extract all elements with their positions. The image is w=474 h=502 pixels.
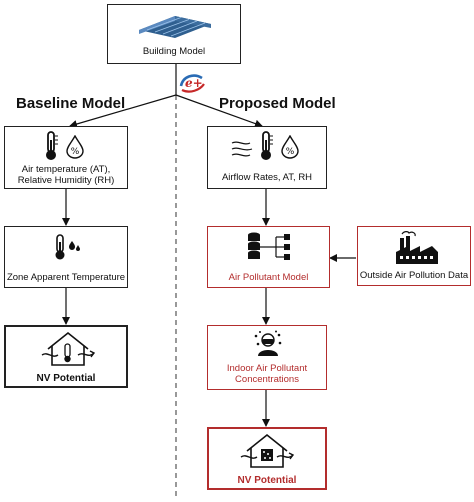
database-network-icon — [248, 232, 290, 260]
humidity-percent: % — [286, 147, 295, 157]
humidity-icon: % — [281, 135, 299, 159]
baseline-nv-potential-box: NV Potential — [4, 325, 128, 388]
humidity-percent: % — [71, 147, 80, 157]
energyplus-logo-text: e+ — [185, 76, 203, 90]
baseline-nv-potential-label: NV Potential — [36, 373, 96, 384]
indoor-pollutant-box: Indoor Air Pollutant Concentrations — [207, 325, 327, 390]
indoor-pollutant-line2: Concentrations — [235, 374, 299, 385]
house-ventilation-icon — [41, 331, 96, 366]
air-pollutant-model-label: Air Pollutant Model — [228, 272, 309, 283]
airflow-icon — [231, 141, 253, 157]
proposed-input-box: % Airflow Rates, AT, RH — [207, 126, 327, 189]
thermometer-icon — [261, 131, 273, 160]
factory-icon — [396, 231, 438, 264]
baseline-apparent-temp-label: Zone Apparent Temperature — [6, 272, 126, 283]
humidity-icon: % — [66, 135, 84, 159]
pollutant-icon — [254, 330, 282, 356]
energyplus-logo-icon: e+ — [179, 74, 205, 93]
proposed-input-label: Airflow Rates, AT, RH — [221, 172, 313, 183]
water-drops-icon — [69, 241, 80, 251]
outside-air-pollution-label: Outside Air Pollution Data — [359, 270, 469, 281]
indoor-pollutant-line1: Indoor Air Pollutant — [226, 363, 308, 374]
proposed-nv-potential-box: NV Potential — [207, 427, 327, 490]
baseline-input-line1: Air temperature (AT), — [21, 164, 111, 175]
outside-air-pollution-box: Outside Air Pollution Data — [357, 226, 471, 286]
baseline-apparent-temp-box: Zone Apparent Temperature — [4, 226, 128, 288]
building-model-icon — [139, 16, 211, 38]
split-to-proposed-arrow — [175, 94, 263, 128]
baseline-input-box: % Air temperature (AT), Relative Humidit… — [4, 126, 128, 189]
proposed-nv-potential-label: NV Potential — [237, 475, 297, 486]
thermometer-icon — [55, 234, 65, 260]
proposed-heading: Proposed Model — [219, 95, 336, 112]
thermometer-icon — [46, 131, 58, 160]
split-to-baseline-arrow — [69, 94, 177, 128]
air-pollutant-model-box: Air Pollutant Model — [207, 226, 330, 288]
building-model-box: Building Model — [107, 4, 241, 64]
building-model-label: Building Model — [142, 46, 206, 57]
baseline-input-line2: Relative Humidity (RH) — [17, 175, 115, 186]
house-ventilation-icon — [240, 433, 295, 468]
baseline-heading: Baseline Model — [16, 95, 126, 112]
